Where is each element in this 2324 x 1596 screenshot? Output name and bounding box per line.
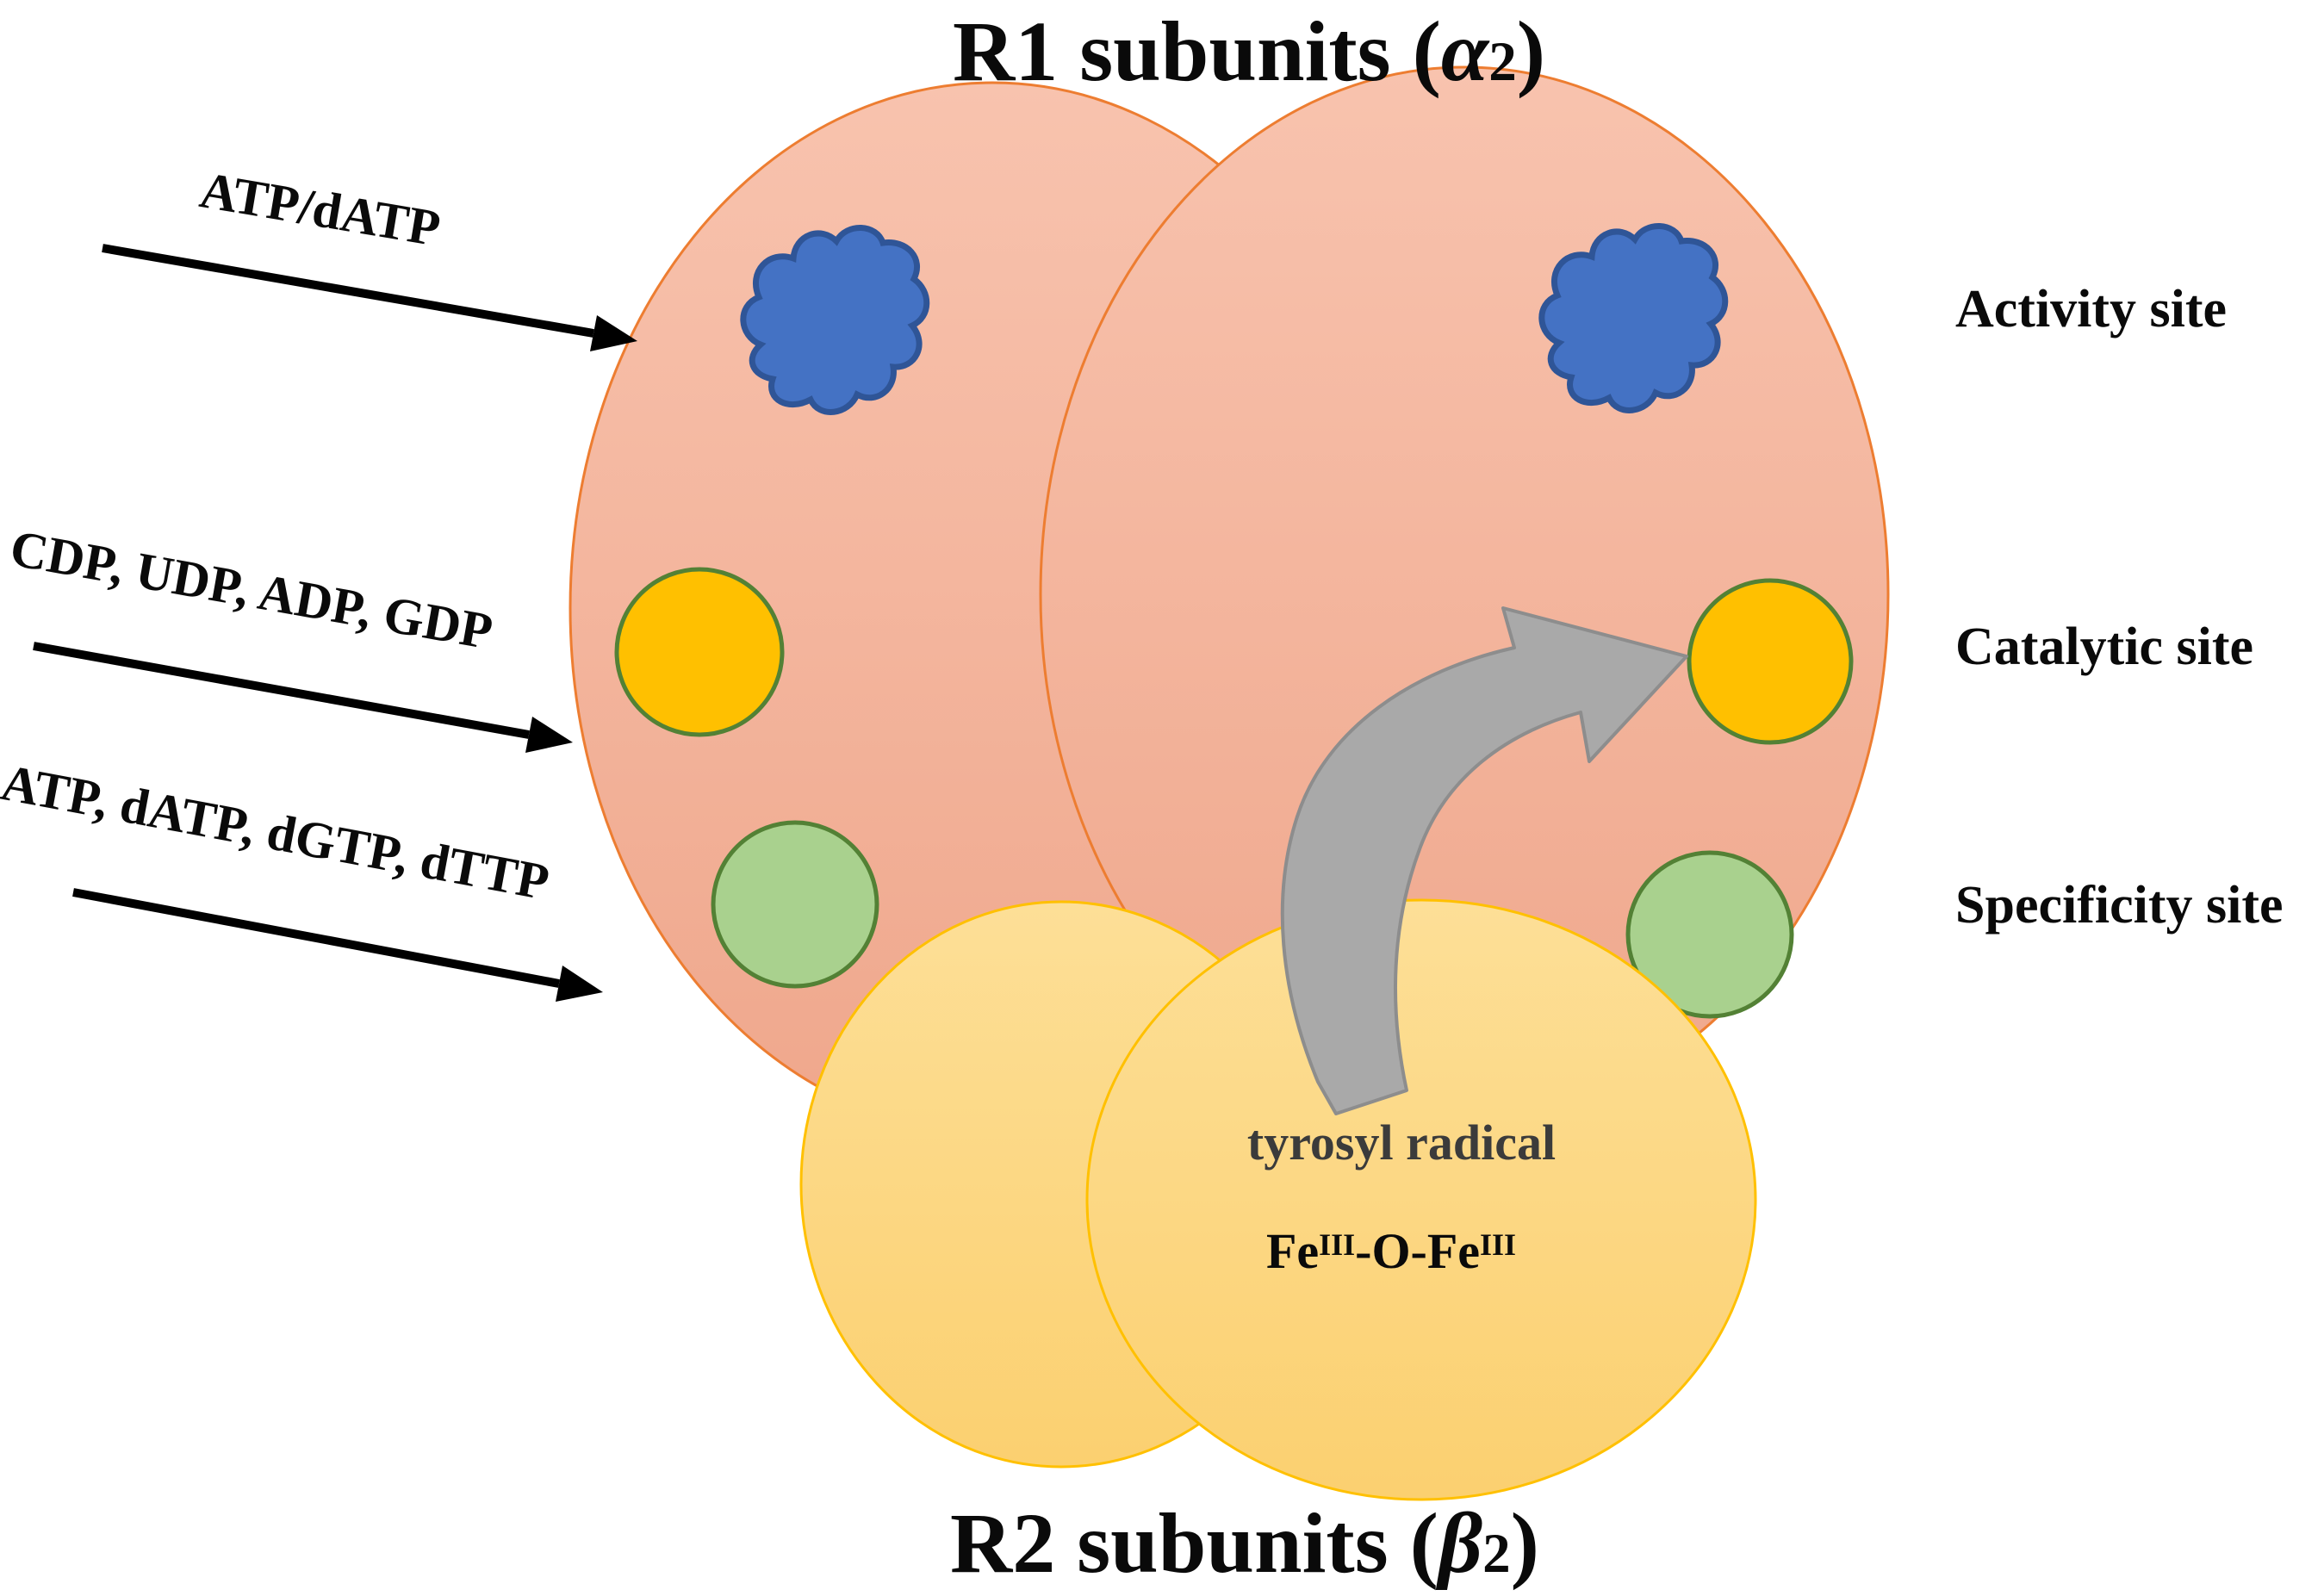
fe-mid: -O-Fe [1355, 1223, 1481, 1279]
specificity-site-circle-left-icon [711, 820, 879, 989]
r2-title-prefix: R2 subunits ( [950, 1495, 1439, 1591]
radical-transfer-curved-arrow-icon [1280, 606, 1688, 1115]
alpha-symbol: α [1440, 3, 1489, 99]
catalytic-site-circle-right-icon [1687, 578, 1854, 745]
fe-sup1: III [1319, 1226, 1356, 1262]
beta-symbol: β [1438, 1495, 1483, 1591]
r1-title-suffix: ) [1516, 3, 1546, 99]
r2-right-circle [1085, 898, 1757, 1501]
alpha-subscript: 2 [1488, 31, 1517, 93]
r1-title-prefix: R1 subunits ( [952, 3, 1441, 99]
specificity-site-circle-right-icon [1625, 850, 1794, 1019]
beta-subscript: 2 [1482, 1523, 1511, 1585]
input-arrow-atp-datp-icon [102, 244, 637, 351]
input-arrow-effectors-icon [72, 888, 603, 1002]
fe-prefix: Fe [1265, 1223, 1320, 1279]
activity-site-label: Activity site [1955, 280, 2228, 338]
specificity-site-label: Specificity site [1955, 876, 2284, 935]
r2-title: R2 subunits (β2) [950, 1500, 1539, 1587]
r1-title: R1 subunits (α2) [953, 9, 1545, 95]
fe-center-label: FeIII-O-FeIII [1266, 1226, 1516, 1276]
r2-title-suffix: ) [1510, 1495, 1539, 1591]
tyrosyl-radical-label: tyrosyl radical [1246, 1115, 1557, 1171]
catalytic-site-label: Catalytic site [1955, 618, 2254, 676]
fe-sup2: III [1480, 1226, 1517, 1262]
input-arrow-ndp-substrates-icon [33, 642, 573, 753]
catalytic-site-circle-left-icon [614, 567, 785, 737]
